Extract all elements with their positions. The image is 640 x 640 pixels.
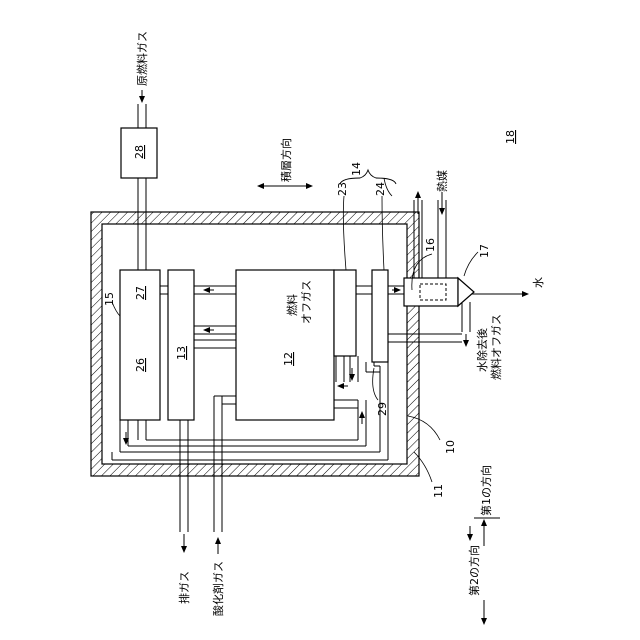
first-direction-label: 第1の方向	[479, 465, 493, 516]
part-label-28: 28	[133, 145, 146, 159]
air-preheater-box	[168, 270, 194, 420]
part-label-24: 24	[374, 182, 387, 196]
part-label-13: 13	[175, 346, 188, 360]
water-label: 水	[532, 277, 545, 288]
figure-number: 18	[504, 130, 517, 144]
water-removed-label-line2: 燃料オフガス	[489, 314, 503, 380]
second-direction-label: 第2の方向	[467, 545, 481, 596]
part-label-17: 17	[478, 244, 491, 258]
part-label-26: 26	[134, 358, 147, 372]
part-label-10: 10	[444, 440, 457, 454]
raw-fuel-gas-label: 原燃料ガス	[135, 31, 149, 86]
part-label-23: 23	[336, 182, 349, 196]
part-label-12: 12	[282, 352, 295, 366]
fuel-offgas-label-line1: 燃料	[285, 294, 299, 316]
component-23-box	[334, 270, 356, 356]
condenser-shape	[458, 278, 474, 306]
oxidant-gas-label: 酸化剤ガス	[211, 561, 225, 616]
brace-14	[340, 170, 396, 184]
part-label-27: 27	[134, 286, 147, 300]
part-label-29: 29	[376, 402, 389, 416]
water-removed-label-line1: 水除去後	[475, 328, 489, 372]
exhaust-gas-label: 排ガス	[177, 571, 191, 604]
component-24-box	[372, 270, 388, 362]
fuel-offgas-label-line2: オフガス	[300, 280, 313, 324]
stacking-direction-label: 積層方向	[279, 138, 293, 182]
heat-medium-label: 熱媒	[436, 170, 449, 192]
part-label-15: 15	[103, 292, 116, 306]
part-label-16: 16	[424, 238, 437, 252]
part-label-11: 11	[432, 484, 445, 498]
cell-stack-box	[236, 270, 334, 420]
part-label-14: 14	[350, 162, 363, 176]
